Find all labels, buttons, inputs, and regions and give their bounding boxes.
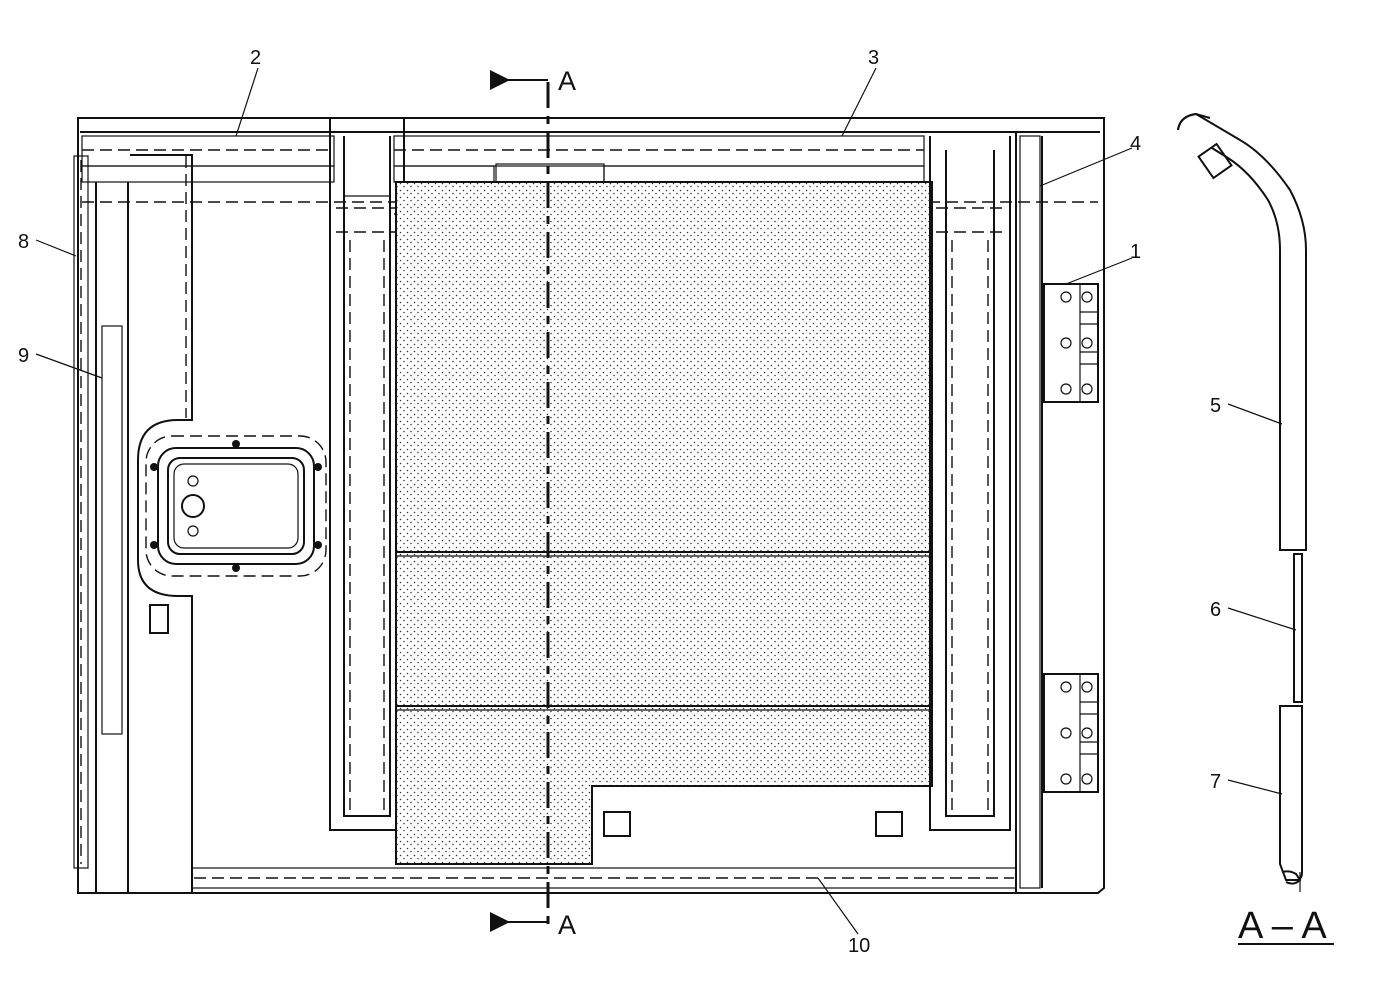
upper-hinge bbox=[1043, 283, 1099, 403]
left-insulation-pad bbox=[101, 325, 123, 735]
callout-2: 2 bbox=[250, 47, 261, 69]
left-channel bbox=[329, 118, 405, 831]
right-channel bbox=[929, 136, 1011, 831]
section-marker-top: A bbox=[558, 66, 576, 96]
callout-4: 4 bbox=[1130, 133, 1141, 155]
callouts: 1 2 3 4 5 6 7 8 9 10 bbox=[18, 47, 1297, 957]
callout-1: 1 bbox=[1130, 241, 1141, 263]
callout-8: 8 bbox=[18, 231, 29, 253]
callout-6: 6 bbox=[1210, 599, 1221, 621]
section-view-aa: A – A bbox=[1177, 112, 1334, 947]
callout-3: 3 bbox=[868, 47, 879, 69]
bottom-seal-strip bbox=[191, 867, 1017, 889]
latch-plate bbox=[145, 435, 327, 577]
middle-profile bbox=[1293, 553, 1303, 703]
lower-hinge bbox=[1043, 673, 1099, 793]
right-seal-strip bbox=[1019, 135, 1041, 889]
panel-outline bbox=[77, 117, 1105, 894]
left-inner-panel bbox=[130, 154, 193, 893]
center-stippled-panel bbox=[395, 181, 933, 865]
upper-profile bbox=[1177, 112, 1307, 551]
lower-profile bbox=[1279, 705, 1303, 881]
top-stippled-rail-left bbox=[81, 135, 335, 167]
callout-5: 5 bbox=[1210, 395, 1221, 417]
callout-7: 7 bbox=[1210, 771, 1221, 793]
top-stippled-rail-center bbox=[393, 135, 925, 167]
section-marker-bottom: A bbox=[558, 910, 576, 940]
callout-9: 9 bbox=[18, 345, 29, 367]
small-clip-left bbox=[149, 604, 169, 634]
left-seal-strip bbox=[73, 155, 89, 869]
panel-front-view: A A bbox=[73, 66, 1105, 940]
callout-10: 10 bbox=[848, 935, 870, 957]
section-title: A – A bbox=[1238, 905, 1327, 947]
